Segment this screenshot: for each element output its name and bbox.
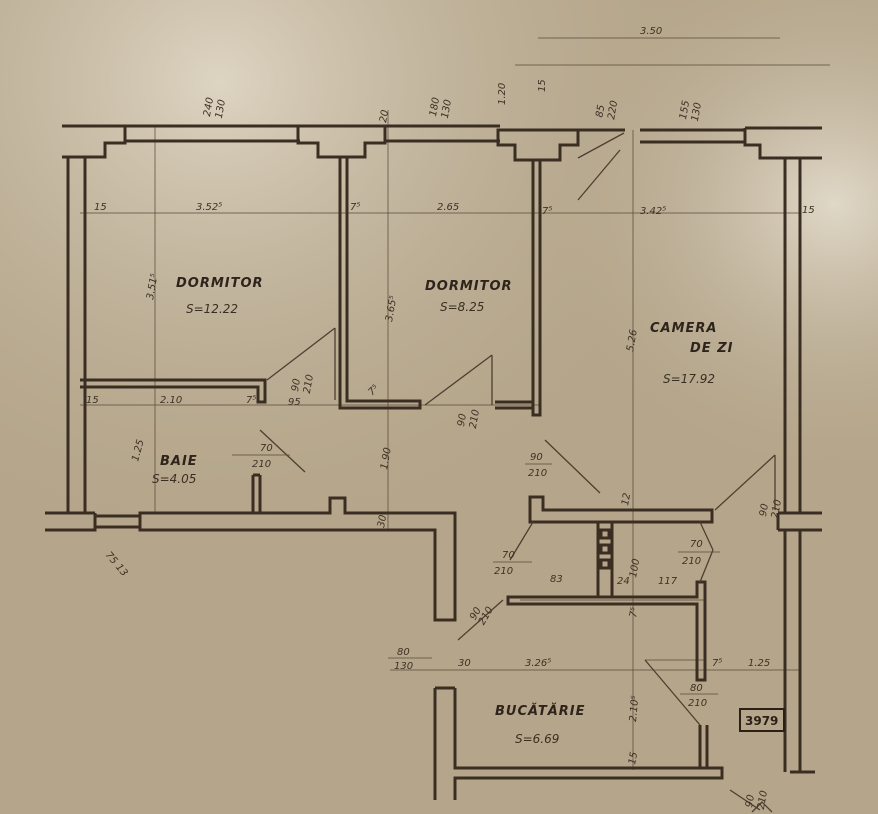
window-4-label: 155 130 [678, 100, 704, 123]
svg-text:220: 220 [606, 100, 620, 121]
svg-text:210: 210 [468, 409, 482, 430]
dim-120: 1.20 [497, 83, 508, 105]
room-area-kitchen: S=6.69 [515, 732, 559, 746]
door-bedroom1-label: 90 210 [290, 374, 316, 395]
window-3-label: 85 220 [594, 100, 620, 121]
svg-text:90: 90 [290, 378, 303, 392]
drawing-number-badge: 3979 [739, 708, 785, 732]
svg-text:70: 70 [690, 539, 703, 550]
dim-kitchen-15: 15 [627, 751, 640, 765]
dim-15-top: 15 [537, 79, 548, 92]
dim-wall-30: 30 [376, 514, 389, 528]
opening-labels: 240 130 180 130 85 220 155 130 90 210 90… [202, 97, 784, 811]
dim-corridor-75: 7⁵ [628, 606, 641, 618]
dim-bath-75: 7⁵ [246, 395, 256, 406]
svg-text:155: 155 [678, 100, 692, 121]
door-pantry-right-label: 70 210 [678, 539, 720, 567]
svg-text:210: 210 [252, 459, 271, 470]
dim-corridor-12: 12 [620, 492, 633, 506]
dim-kitchen-depth: 2.10⁵ [628, 695, 641, 722]
dim-bedroom2-width: 2.65 [437, 202, 459, 213]
dim-wall-75-a: 7⁵ [350, 202, 360, 213]
svg-text:240: 240 [202, 97, 216, 118]
room-name-living-1: CAMERA [650, 321, 718, 336]
room-name-bedroom-2: DORMITOR [425, 279, 513, 294]
dim-bedroom2-depth: 3.65⁵ [384, 295, 399, 323]
window-1-label: 240 130 [202, 97, 228, 120]
room-name-living-2: DE ZI [690, 341, 733, 356]
svg-text:210: 210 [756, 790, 770, 811]
dim-hall-95: 95 [288, 397, 301, 408]
dim-pantry-100: 100 [628, 558, 642, 579]
dim-pantry-83: 83 [550, 574, 563, 585]
room-area-bedroom-2: S=8.25 [440, 300, 484, 314]
room-name-kitchen: BUCĂTĂRIE [495, 703, 585, 719]
dim-living-depth: 5.26 [625, 329, 640, 353]
door-exit-label: 90 210 [744, 790, 770, 811]
svg-text:210: 210 [682, 556, 701, 567]
dim-bath-width: 2.10 [160, 395, 182, 406]
svg-text:90: 90 [744, 794, 757, 808]
svg-text:90: 90 [456, 413, 469, 427]
svg-text:210: 210 [688, 698, 707, 709]
room-area-living: S=17.92 [663, 372, 715, 386]
svg-text:90: 90 [530, 452, 543, 463]
svg-text:80: 80 [397, 647, 410, 658]
svg-text:210: 210 [494, 566, 513, 577]
svg-text:80: 80 [690, 683, 703, 694]
dim-right-15: 15 [802, 205, 815, 216]
drawing-number: 3979 [745, 714, 778, 728]
dimension-lines [80, 37, 830, 770]
door-bath-label: 70 210 [232, 443, 290, 470]
room-name-bedroom-1: DORMITOR [176, 276, 264, 291]
dim-wall-75-b: 7⁵ [542, 206, 552, 217]
door-swings [259, 132, 776, 813]
dim-20: 20 [378, 109, 391, 123]
dim-kitchen-width: 3.26⁵ [525, 658, 551, 669]
dim-bedroom1-depth: 3.51⁵ [145, 273, 160, 301]
svg-text:210: 210 [770, 499, 784, 520]
dim-left-15: 15 [94, 202, 107, 213]
door-kitchen-label: 80 210 [680, 683, 718, 709]
dim-living-width: 3.42⁵ [640, 206, 666, 217]
dim-kitchen-30: 30 [458, 658, 471, 669]
svg-text:70: 70 [260, 443, 273, 454]
dim-kitchen-right: 1.25 [748, 658, 770, 669]
room-area-bedroom-1: S=12.22 [186, 302, 238, 316]
room-labels: DORMITOR S=12.22 DORMITOR S=8.25 CAMERA … [152, 276, 733, 746]
dim-bath-15: 15 [86, 395, 99, 406]
walls [45, 124, 822, 800]
svg-text:70: 70 [502, 550, 515, 561]
svg-text:130: 130 [214, 99, 228, 120]
window-2-label: 180 130 [428, 97, 454, 120]
door-pantry-left-label: 70 210 [493, 550, 532, 577]
dimension-labels: 3.50 1.20 15 3.52⁵ 2.65 3.42⁵ 15 15 7⁵ 7… [86, 26, 815, 766]
door-bedroom2-label: 90 210 [456, 409, 482, 430]
svg-text:130: 130 [440, 99, 454, 120]
svg-text:210: 210 [528, 468, 547, 479]
door-entry-label: 90 210 [758, 499, 784, 520]
svg-text:130: 130 [690, 102, 704, 123]
svg-text:210: 210 [302, 374, 316, 395]
dim-pantry-24: 24 [617, 576, 630, 587]
svg-text:85: 85 [594, 104, 607, 118]
svg-text:90: 90 [758, 503, 771, 517]
dim-bedroom1-width: 3.52⁵ [196, 202, 222, 213]
dim-hall-depth: 1.90 [379, 447, 394, 471]
dim-kitchen-75: 7⁵ [712, 658, 722, 669]
dim-pantry-117: 117 [658, 576, 678, 587]
svg-text:180: 180 [428, 97, 442, 118]
room-name-bath: BAIE [160, 454, 198, 469]
window-kitchen-label: 80 130 [388, 647, 432, 672]
room-area-bath: S=4.05 [152, 472, 196, 486]
door-living-label: 90 210 [525, 452, 552, 479]
dim-overall-top: 3.50 [640, 26, 662, 37]
svg-text:130: 130 [394, 661, 413, 672]
